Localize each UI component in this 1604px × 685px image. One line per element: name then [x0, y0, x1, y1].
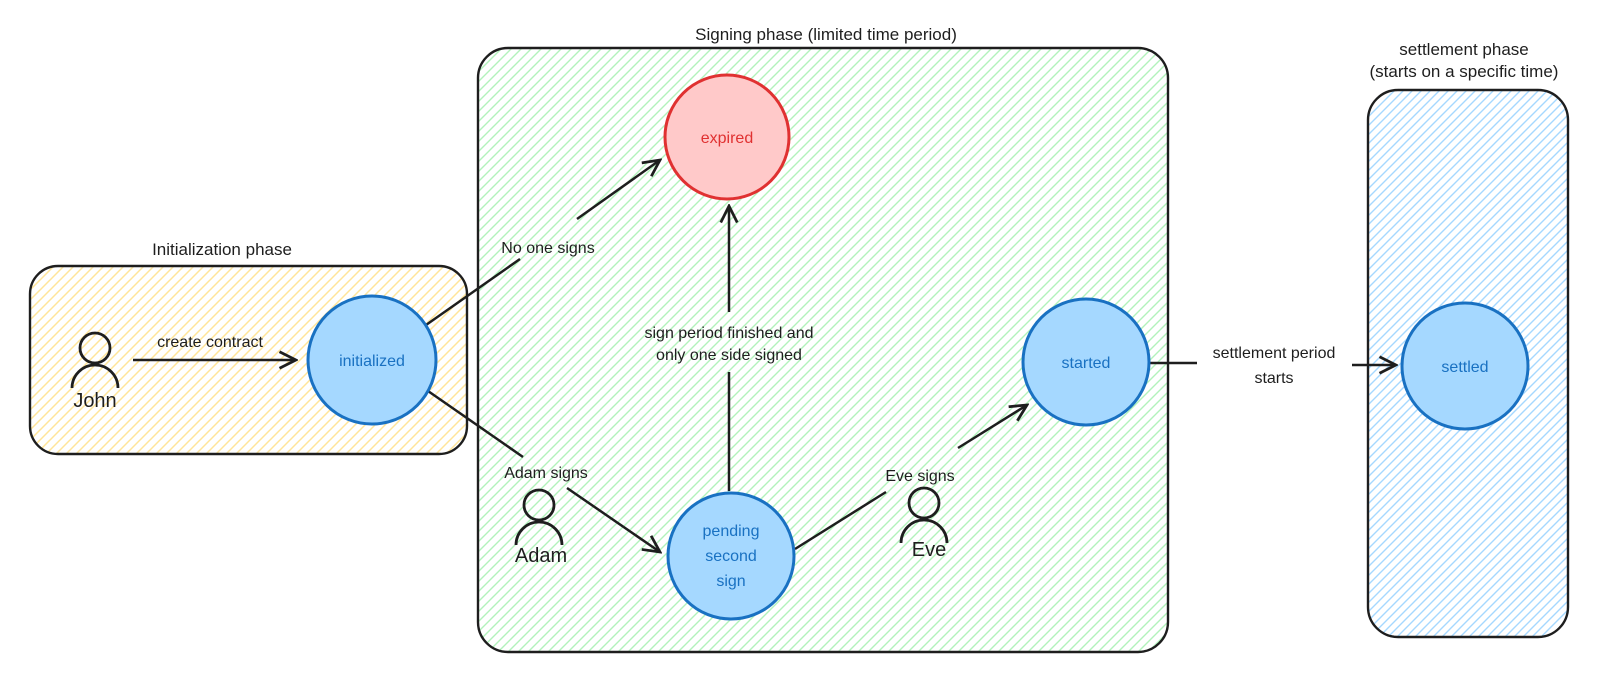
state-pending-label-line3: sign	[716, 573, 745, 590]
state-initialized-label: initialized	[339, 353, 405, 370]
state-expired: expired	[663, 73, 791, 201]
state-settled-label: settled	[1441, 359, 1488, 376]
state-pending-label-line2: second	[705, 548, 757, 565]
arrow-eve-signs: Eve signs	[794, 405, 1027, 551]
phase-title-settlement-line2: (starts on a specific time)	[1370, 62, 1559, 81]
person-icon-eve	[899, 486, 949, 544]
arrow-settlement-period-starts: settlement period starts	[1150, 345, 1396, 387]
actor-eve-label: Eve	[912, 539, 946, 561]
arrow-create-contract: create contract	[133, 334, 296, 360]
transition-label-create-contract: create contract	[157, 334, 263, 351]
transition-label-settlement-starts-line1: settlement period	[1213, 345, 1336, 362]
actor-adam-label: Adam	[515, 545, 567, 567]
person-icon-adam	[514, 488, 564, 546]
state-started-label: started	[1062, 355, 1111, 372]
transition-label-no-one-signs: No one signs	[501, 240, 594, 257]
transition-label-eve-signs: Eve signs	[885, 468, 954, 485]
state-initialized: initialized	[306, 294, 438, 426]
state-pending-second-sign: pending second sign	[666, 491, 796, 621]
transition-label-adam-signs: Adam signs	[504, 465, 588, 482]
phase-title-initialization: Initialization phase	[152, 240, 292, 259]
transition-label-sign-period-line2: only one side signed	[656, 347, 802, 364]
actor-john: John	[70, 331, 120, 412]
actor-eve: Eve	[899, 486, 949, 561]
transition-label-sign-period-line1: sign period finished and	[644, 325, 813, 342]
state-started: started	[1021, 297, 1151, 427]
arrow-adam-signs: Adam signs	[427, 389, 660, 552]
transition-label-settlement-starts-line2: starts	[1254, 370, 1293, 387]
phase-box-signing	[476, 46, 1170, 654]
arrow-no-one-signs: No one signs	[425, 160, 660, 327]
actor-adam: Adam	[514, 488, 567, 567]
phase-title-settlement-line1: settlement phase	[1399, 40, 1528, 59]
state-expired-label: expired	[701, 130, 753, 147]
person-icon-john	[70, 331, 120, 389]
actor-john-label: John	[73, 390, 116, 412]
phase-title-signing: Signing phase (limited time period)	[695, 25, 957, 44]
arrow-sign-period-finished: sign period finished and only one side s…	[644, 206, 814, 491]
state-settled: settled	[1400, 301, 1530, 431]
state-pending-label-line1: pending	[703, 523, 760, 540]
